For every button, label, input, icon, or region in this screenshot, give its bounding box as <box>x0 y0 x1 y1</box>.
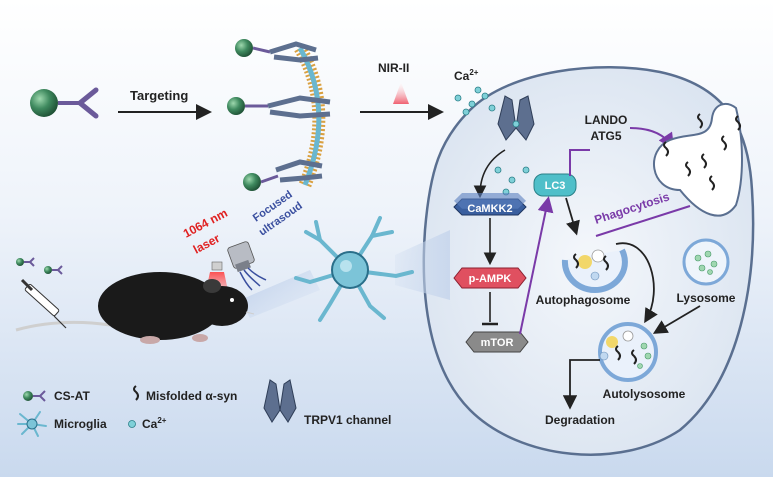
legend-ca-icon <box>128 420 136 428</box>
autophagosome-label: Autophagosome <box>536 293 631 307</box>
lando-label: LANDO <box>585 113 628 127</box>
phagocytosis-line <box>595 205 691 237</box>
legend-microglia-icon <box>17 411 47 437</box>
phagocytic-pocket <box>653 102 743 217</box>
microglia-illustration <box>294 216 414 322</box>
mouse <box>15 272 255 344</box>
ca-top-label: Ca2+ <box>454 68 479 83</box>
lysosome <box>682 238 730 286</box>
atg5-label: ATG5 <box>590 129 621 143</box>
arrow-mtor-lc3 <box>519 196 554 335</box>
camkk2-node: CaMKK2 <box>453 193 527 216</box>
camkk2-label: CaMKK2 <box>467 203 512 215</box>
legend-ca: Ca2+ <box>142 416 167 431</box>
autolysosome-label: Autolysosome <box>603 387 686 401</box>
nir-beam <box>393 82 409 104</box>
misfolded-syn-pocket <box>663 135 727 191</box>
mtor-node: mTOR <box>465 331 529 353</box>
cs-at-bound-1 <box>235 39 319 63</box>
arrow-to-camkk2 <box>473 149 506 199</box>
syringe <box>20 278 67 329</box>
arrow-to-autolysosome-2 <box>652 305 701 334</box>
cs-at-bound-3 <box>243 159 323 191</box>
focus-beam <box>240 270 320 318</box>
legend-trpv1: TRPV1 channel <box>304 413 391 427</box>
cs-at-small-2 <box>44 265 63 275</box>
trpv1-channel <box>497 95 535 141</box>
nir-label: NIR-II <box>378 61 409 75</box>
pampk-node: p-AMPK <box>453 267 527 289</box>
legend-misfolded-icon <box>133 385 139 401</box>
legend-cs-at: CS-AT <box>54 389 90 403</box>
ca-ions-top <box>454 86 496 116</box>
legend-misfolded: Misfolded α-syn <box>146 389 237 403</box>
misfolded-syn-outside <box>697 113 741 131</box>
arrow-lc3-autophagosome <box>565 197 580 236</box>
lc3-node: LC3 <box>533 173 577 197</box>
line-lc3-lando <box>569 149 590 176</box>
lysosome-label: Lysosome <box>677 291 736 305</box>
legend-trpv1-icon <box>263 379 297 423</box>
legend-cs-at-icon <box>23 390 46 402</box>
pampk-label: p-AMPK <box>469 273 512 285</box>
zoom-cone <box>395 230 450 300</box>
targeting-label: Targeting <box>130 88 188 103</box>
autophagosome <box>561 248 628 294</box>
cs-at-small-1 <box>16 257 35 267</box>
legend-microglia: Microglia <box>54 417 107 431</box>
arrow-to-autolysosome-1 <box>615 242 658 324</box>
cs-at-bound-2 <box>227 95 331 119</box>
degradation-label: Degradation <box>545 413 615 427</box>
ultrasound-device <box>227 241 267 291</box>
autolysosome <box>598 322 658 382</box>
arrow-degradation <box>562 359 600 410</box>
mtor-label: mTOR <box>481 337 514 349</box>
cs-at-free <box>30 87 99 119</box>
lc3-label: LC3 <box>545 180 566 192</box>
